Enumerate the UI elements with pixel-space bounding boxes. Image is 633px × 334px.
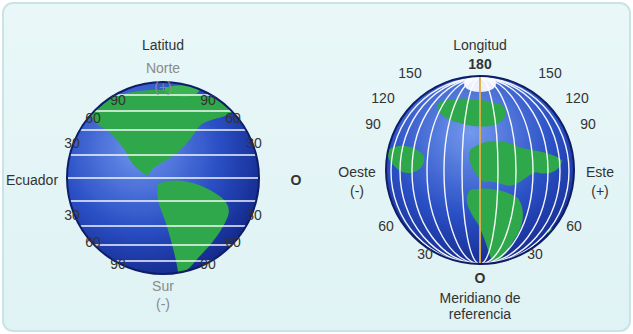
- longitude-globe: [386, 76, 574, 266]
- degree-number: 30: [246, 207, 262, 223]
- degree-number: 30: [64, 135, 80, 151]
- degree-number: 90: [110, 256, 126, 272]
- degree-number: 90: [580, 116, 596, 132]
- sign-label: (-): [350, 183, 364, 199]
- degree-number: 150: [398, 65, 421, 81]
- degree-number: 90: [200, 92, 216, 108]
- degree-number: 60: [85, 234, 101, 250]
- panel: [3, 3, 630, 331]
- degree-number: 60: [225, 234, 241, 250]
- heading: Latitud: [142, 37, 184, 53]
- degree-number: 150: [538, 65, 561, 81]
- degree-number: 60: [225, 110, 241, 126]
- degree-number: 90: [365, 116, 381, 132]
- heading: Longitud: [453, 37, 507, 53]
- degree-number: 120: [565, 90, 588, 106]
- degree-number: 120: [371, 90, 394, 106]
- sign-label: (+): [591, 183, 609, 199]
- degree-number: 60: [85, 110, 101, 126]
- degree-number: 30: [417, 246, 433, 262]
- degree-number: 30: [64, 207, 80, 223]
- direction-label: Oeste: [338, 164, 375, 180]
- zero-label: O: [291, 172, 302, 188]
- zero-label: O: [475, 270, 486, 286]
- pole-label: Norte: [146, 60, 180, 76]
- pole-label: Sur: [152, 278, 174, 294]
- degree-number: 90: [200, 256, 216, 272]
- equator-label: Ecuador: [6, 172, 58, 188]
- latitude-globe: [60, 82, 266, 274]
- degree-number: 30: [527, 246, 543, 262]
- degree-number: 180: [468, 56, 491, 72]
- sign-label: (+): [154, 79, 172, 95]
- degree-number: 60: [566, 218, 582, 234]
- sign-label: (-): [156, 296, 170, 312]
- direction-label: Este: [586, 164, 614, 180]
- degree-number: 60: [378, 218, 394, 234]
- reference-meridian-label: Meridiano de referencia: [425, 290, 535, 322]
- degree-number: 90: [110, 92, 126, 108]
- degree-number: 30: [246, 135, 262, 151]
